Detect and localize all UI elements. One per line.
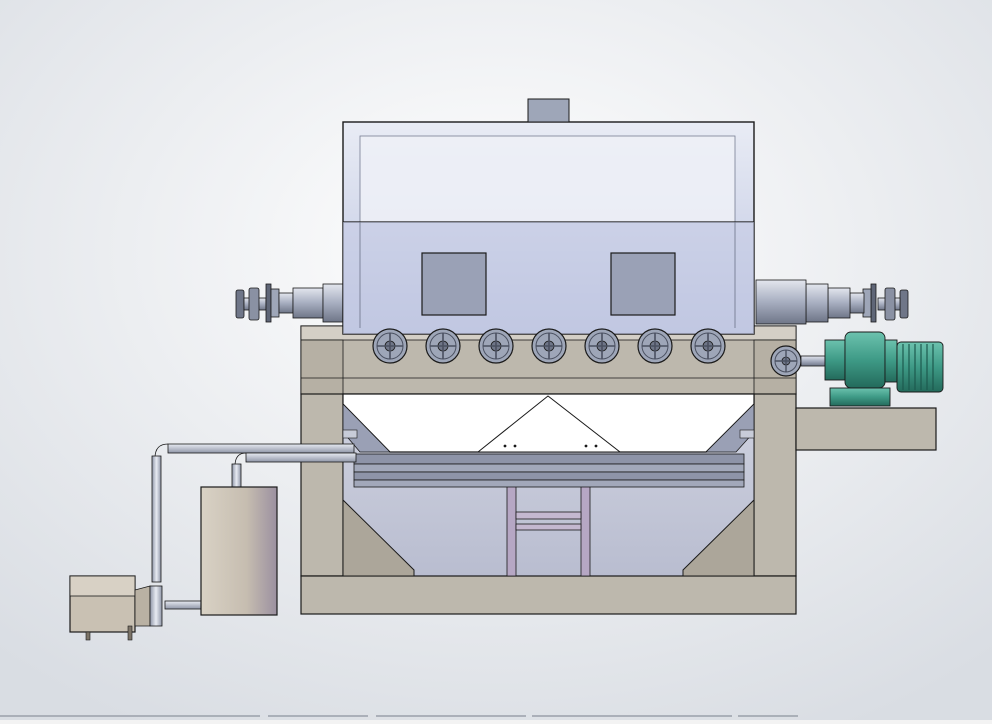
handwheel[interactable]	[584, 328, 620, 364]
motor-base	[795, 407, 937, 451]
handwheel[interactable]	[372, 328, 408, 364]
glass-hood	[342, 121, 755, 335]
right-shaft	[755, 279, 909, 325]
side-handwheel	[770, 345, 826, 377]
handwheel[interactable]	[478, 328, 514, 364]
pipe	[151, 443, 357, 610]
handwheel[interactable]	[690, 328, 726, 364]
hopper	[342, 393, 755, 488]
handwheel[interactable]	[425, 328, 461, 364]
tank	[200, 486, 278, 616]
inspection-window-right	[610, 252, 676, 316]
gear-motor	[824, 331, 944, 407]
pump	[69, 575, 163, 641]
inspection-window-left	[421, 252, 487, 316]
handwheel[interactable]	[637, 328, 673, 364]
left-shaft	[235, 283, 348, 323]
exhaust-vent	[527, 98, 570, 123]
handwheel[interactable]	[531, 328, 567, 364]
handwheel-row	[372, 328, 726, 364]
